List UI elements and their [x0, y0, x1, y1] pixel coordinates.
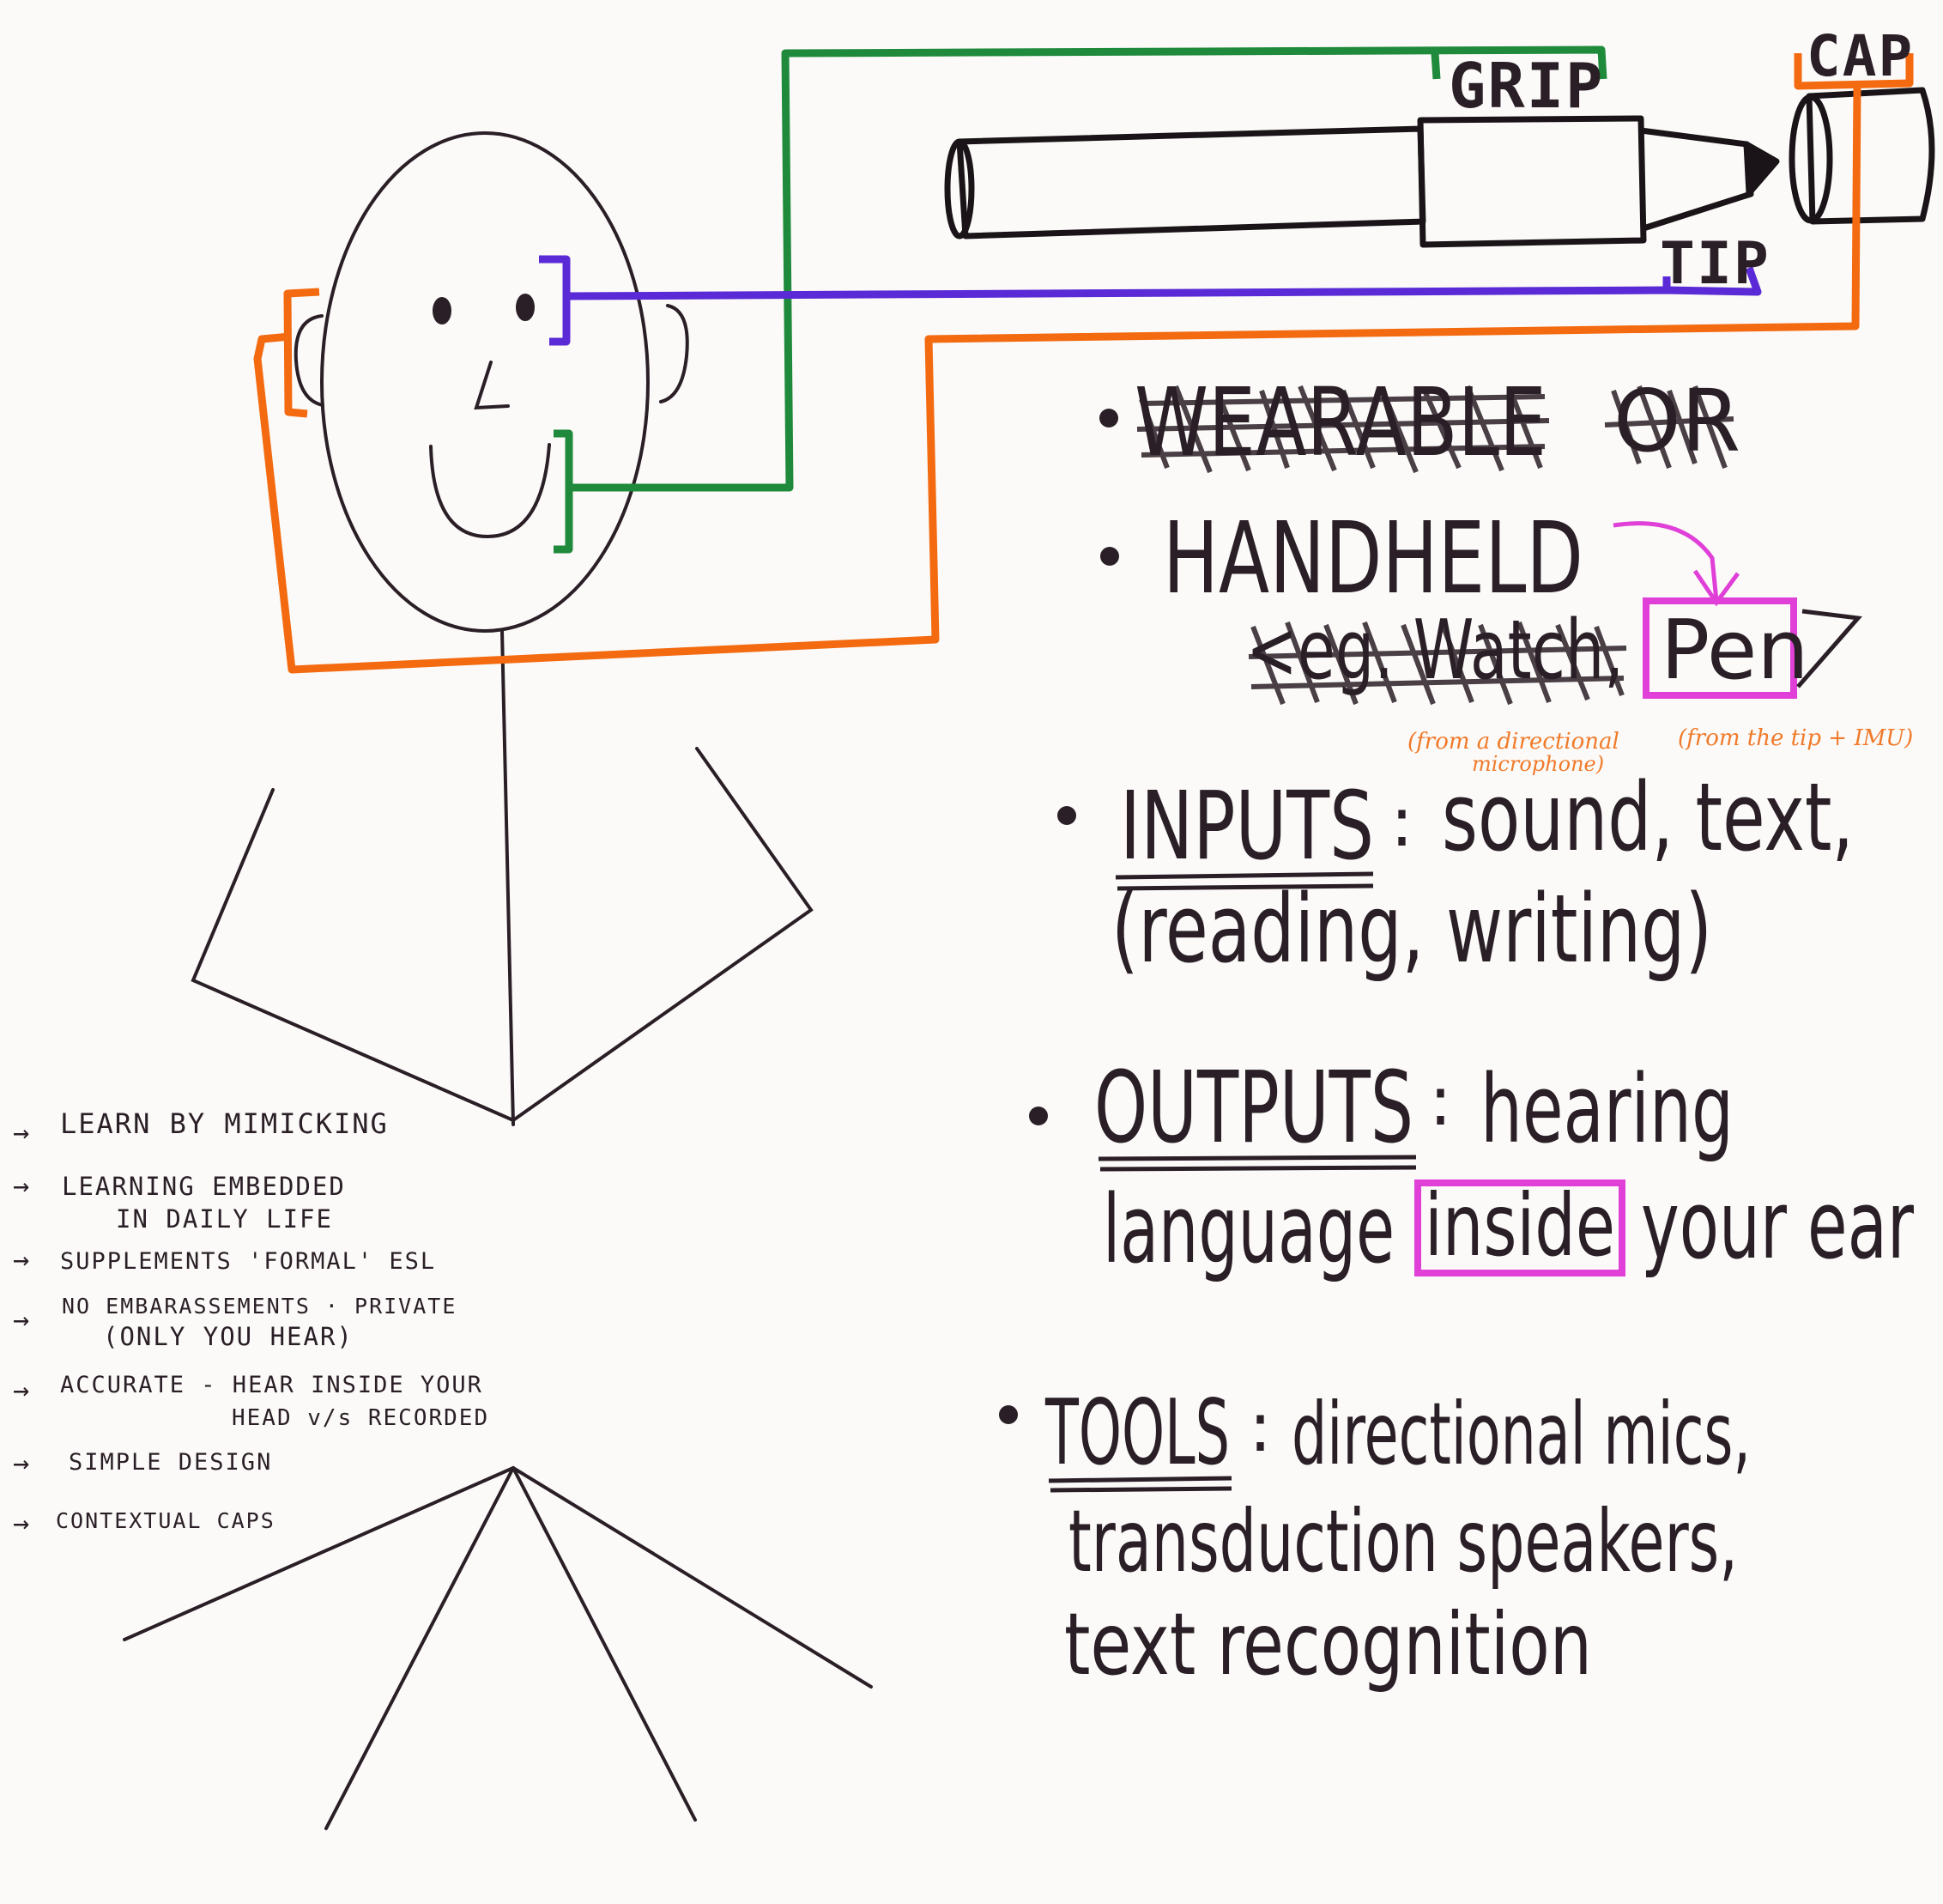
pen-barrel-end — [944, 138, 975, 240]
benefit-item: → LEARNING EMBEDDED IN DAILY LIFE — [13, 1169, 346, 1234]
text-note: (from the tip + IMU) — [1678, 725, 1913, 751]
svg-text:→: → — [13, 1446, 31, 1479]
figure-head — [320, 131, 650, 633]
svg-text:→: → — [13, 1303, 31, 1336]
bullet-tools — [999, 1405, 1018, 1424]
benefit-item: → SUPPLEMENTS 'FORMAL' ESL — [13, 1243, 436, 1276]
tools-line-2: transduction speakers, — [1068, 1491, 1738, 1592]
example-scribble — [1248, 621, 1627, 706]
pen-cone — [1640, 127, 1754, 232]
outputs-line2-inside: inside — [1425, 1175, 1615, 1276]
inside-highlight-box — [1414, 1179, 1625, 1276]
tools-label: TOOLS — [1044, 1380, 1230, 1485]
handheld-text: HANDHELD — [1163, 501, 1583, 616]
tip-connector — [539, 255, 1762, 346]
tools-underline — [1048, 1476, 1232, 1493]
figure-right-arm — [511, 747, 814, 1122]
bullet-handheld — [1100, 547, 1119, 566]
figure-left-arm — [191, 788, 515, 1122]
pen-cap-opening — [1789, 94, 1833, 224]
bullet-outputs — [1029, 1107, 1048, 1125]
outputs-line2-b: your ear — [1641, 1170, 1915, 1280]
benefit-line: LEARN BY MIMICKING — [60, 1107, 389, 1140]
svg-text:→: → — [13, 1116, 31, 1149]
svg-text:→: → — [13, 1169, 31, 1202]
bullet-wearable — [1099, 409, 1118, 427]
inputs-label: INPUTS — [1120, 771, 1374, 881]
svg-text:→: → — [13, 1507, 31, 1539]
benefit-line: LEARNING EMBEDDED — [62, 1172, 346, 1201]
pen-highlight-box — [1643, 597, 1797, 699]
label-grip: GRIP — [1449, 50, 1604, 122]
benefit-line: IN DAILY LIFE — [116, 1204, 333, 1234]
benefit-line: (ONLY YOU HEAR) — [103, 1322, 354, 1351]
grip-connector — [554, 45, 1607, 554]
svg-text:→: → — [13, 1373, 31, 1406]
outputs-underline — [1098, 1155, 1417, 1172]
sound-note-1: (from a directional — [1407, 729, 1619, 755]
pen-drawing — [944, 87, 1935, 248]
label-tip: TIP — [1660, 230, 1770, 298]
benefit-line: SIMPLE DESIGN — [69, 1449, 272, 1476]
figure-right-eye — [516, 294, 535, 321]
benefit-line: ACCURATE - HEAR INSIDE YOUR — [60, 1372, 483, 1398]
tools-line-1: directional mics, — [1292, 1384, 1751, 1484]
feature-notes: WEARABLE OR HANDHELD <eg. Watch, Pen (fr… — [999, 367, 1915, 1695]
benefit-line: CONTEXTUAL CAPS — [56, 1508, 275, 1533]
bullet-inputs — [1057, 806, 1076, 825]
pen-cap — [1806, 87, 1935, 225]
inputs-text-2: (reading, writing) — [1111, 874, 1712, 984]
inputs-underline — [1115, 871, 1374, 891]
figure-left-eye — [433, 297, 451, 324]
outputs-line2-a: language — [1103, 1174, 1395, 1284]
benefit-line: SUPPLEMENTS 'FORMAL' ESL — [60, 1248, 436, 1275]
wearable-scribble — [1136, 385, 1734, 474]
svg-text:→: → — [13, 1243, 31, 1276]
pen-grip-section — [1417, 115, 1647, 248]
pen-text: Pen — [1661, 603, 1809, 698]
figure-right-leg — [511, 1466, 873, 1822]
figure-left-leg — [123, 1466, 515, 1830]
benefit-item: → CONTEXTUAL CAPS — [13, 1507, 275, 1539]
figure-right-ear — [659, 304, 689, 403]
sound-note-2: microphone) — [1472, 752, 1604, 776]
benefit-item: → SIMPLE DESIGN — [13, 1446, 272, 1479]
inputs-sep: : — [1390, 782, 1413, 862]
figure-nose — [474, 361, 510, 410]
benefits-list: → LEARN BY MIMICKING → LEARNING EMBEDDED… — [13, 1107, 489, 1539]
benefit-line: NO EMBARASSEMENTS · PRIVATE — [62, 1294, 457, 1319]
pen-nib — [1743, 141, 1780, 197]
pen-barrel — [956, 125, 1426, 240]
inputs-text: sound, text, — [1442, 762, 1854, 872]
outputs-label: OUTPUTS — [1094, 1051, 1413, 1166]
tools-line-3: text recognition — [1064, 1594, 1592, 1695]
figure-body — [500, 629, 515, 1126]
outputs-text: hearing — [1480, 1054, 1734, 1164]
outputs-sep: : — [1429, 1061, 1452, 1141]
handheld-arrow — [1613, 521, 1740, 607]
stick-figure — [123, 131, 873, 1830]
figure-left-ear — [294, 314, 324, 407]
figure-mouth — [429, 443, 551, 539]
benefit-item: → ACCURATE - HEAR INSIDE YOUR HEAD v/s R… — [13, 1372, 489, 1431]
tools-sep: : — [1249, 1387, 1272, 1467]
label-cap: CAP — [1807, 23, 1914, 89]
benefit-item: → LEARN BY MIMICKING — [13, 1107, 389, 1149]
pen-pointer — [1796, 609, 1862, 688]
benefit-item: → NO EMBARASSEMENTS · PRIVATE (ONLY YOU … — [13, 1294, 457, 1351]
cap-connector — [253, 53, 1914, 674]
benefit-line: HEAD v/s RECORDED — [232, 1405, 489, 1431]
